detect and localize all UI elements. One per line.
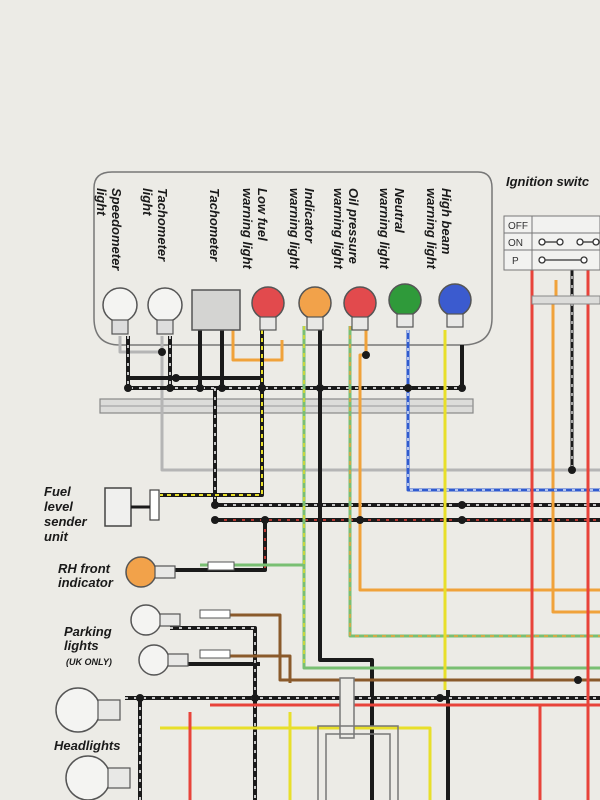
parking-lights-note: (UK ONLY) [66, 657, 112, 667]
switch-pos-p: P [512, 256, 519, 267]
ignition-switch: Ignition switc OFF ON P [503, 174, 600, 305]
indicator-warning-lamp [298, 286, 332, 331]
svg-text:Speedometerlight: Speedometerlight [94, 188, 124, 271]
rh-front-indicator [125, 556, 235, 588]
yellow-wire-2 [160, 726, 432, 800]
fuel-sender-unit [104, 487, 160, 527]
tachometer-box [191, 289, 241, 331]
switch-contacts [538, 238, 600, 264]
label-indicator-2: warning light [287, 188, 302, 270]
svg-text:Low fuelwarning light: Low fuelwarning light [240, 188, 270, 270]
svg-text:High beamwarning light: High beamwarning light [424, 188, 454, 270]
headlight-1 [55, 687, 121, 733]
svg-text:Oil pressurewarning light: Oil pressurewarning light [331, 188, 361, 270]
brown-wire [230, 613, 600, 683]
parking-light-2 [138, 644, 231, 676]
rh-front-indicator-label: RH front indicator [58, 561, 114, 590]
fuel-sender-label: Fuel level sender unit [44, 484, 90, 544]
blue-wire-dashes [407, 330, 600, 491]
label-low-fuel-2: warning light [240, 188, 255, 270]
svg-text:Tachometerlight: Tachometerlight [140, 188, 170, 262]
high-beam-warning-lamp [438, 283, 472, 328]
label-high-beam-2: warning light [424, 188, 439, 270]
ignition-switch-title: Ignition switc [506, 174, 590, 189]
label-low-fuel-1: Low fuel [255, 188, 270, 241]
label-speedometer-2: light [94, 188, 109, 216]
svg-text:Neutralwarning light: Neutralwarning light [377, 188, 407, 270]
switch-pos-off: OFF [508, 221, 528, 232]
red-black-wire-dashes [215, 519, 600, 570]
oil-pressure-warning-lamp [343, 286, 377, 331]
svg-text:Tachometer: Tachometer [207, 188, 222, 262]
speedometer-light-lamp [102, 287, 138, 335]
low-fuel-warning-lamp [251, 286, 285, 331]
green-orange-dashes [349, 326, 600, 637]
yellow-black-dashes [160, 330, 263, 496]
headlight-2 [65, 755, 131, 800]
red-wire [188, 258, 600, 800]
headlights-label: Headlights [54, 738, 120, 753]
svg-text:Indicatorwarning light: Indicatorwarning light [287, 188, 317, 270]
parking-light-1 [130, 604, 231, 636]
red-black-wire [215, 518, 600, 570]
label-neutral-2: warning light [377, 188, 392, 270]
orange-wire-2 [358, 300, 600, 614]
instrument-labels: Speedometerlight Tachometerlight Tachome… [94, 188, 454, 271]
wires [118, 258, 600, 800]
label-high-beam-1: High beam [439, 188, 454, 255]
orange-wire [231, 324, 284, 362]
headlight-connector [317, 677, 399, 800]
junction-dots [124, 348, 582, 702]
parking-lights-label: Parking lights [64, 624, 115, 653]
label-neutral-1: Neutral [392, 188, 407, 233]
label-oil-pressure-2: warning light [331, 188, 346, 270]
switch-wires [554, 258, 590, 800]
switch-pos-on: ON [508, 238, 523, 249]
switch-connector [531, 295, 600, 305]
neutral-warning-lamp [388, 283, 422, 328]
label-speedometer-1: Speedometer [109, 188, 124, 271]
label-oil-pressure-1: Oil pressure [346, 188, 361, 264]
label-indicator-1: Indicator [302, 188, 317, 244]
label-tachometer-light-1: Tachometer [155, 188, 170, 262]
label-tachometer: Tachometer [207, 188, 222, 262]
tachometer-light-lamp [147, 287, 183, 335]
label-tachometer-light-2: light [140, 188, 155, 216]
